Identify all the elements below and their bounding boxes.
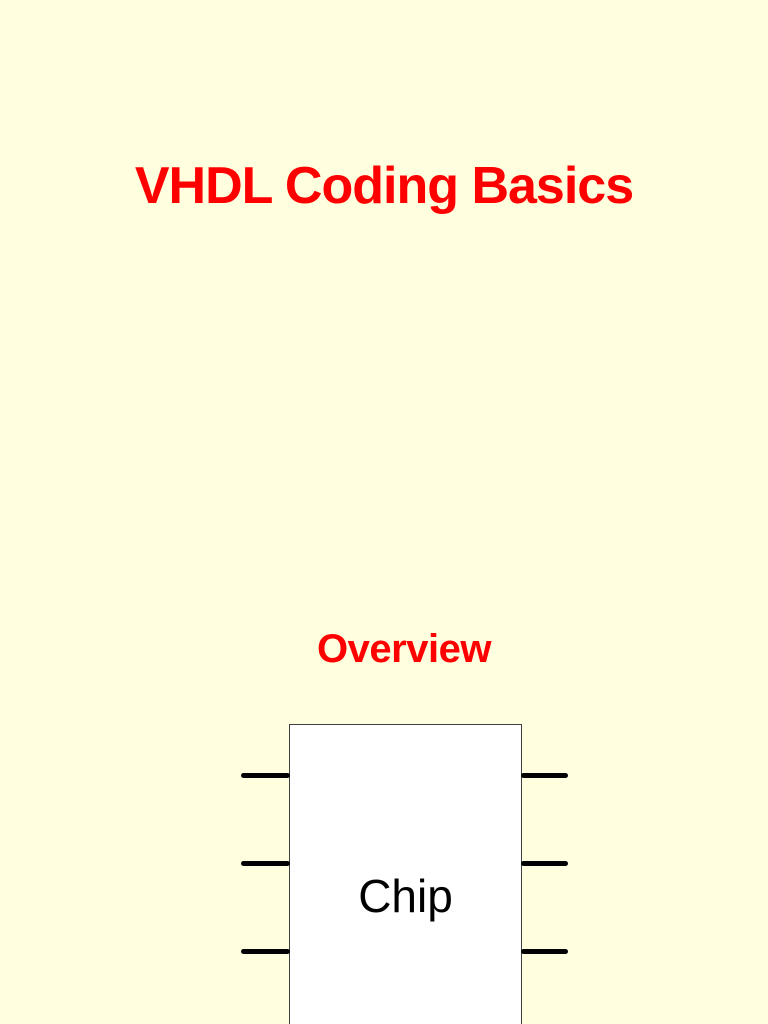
chip-pin-left-1 [241, 773, 290, 778]
chip-pin-right-3 [521, 949, 568, 954]
chip-pin-left-3 [241, 949, 290, 954]
chip-pin-right-1 [521, 773, 568, 778]
chip-diagram-box: Chip [289, 724, 522, 1024]
chip-label: Chip [358, 870, 453, 922]
slide2-heading: Overview [317, 627, 491, 671]
chip-pin-left-2 [241, 861, 290, 866]
chip-pin-right-2 [521, 861, 568, 866]
slide1-title: VHDL Coding Basics [134, 157, 634, 215]
